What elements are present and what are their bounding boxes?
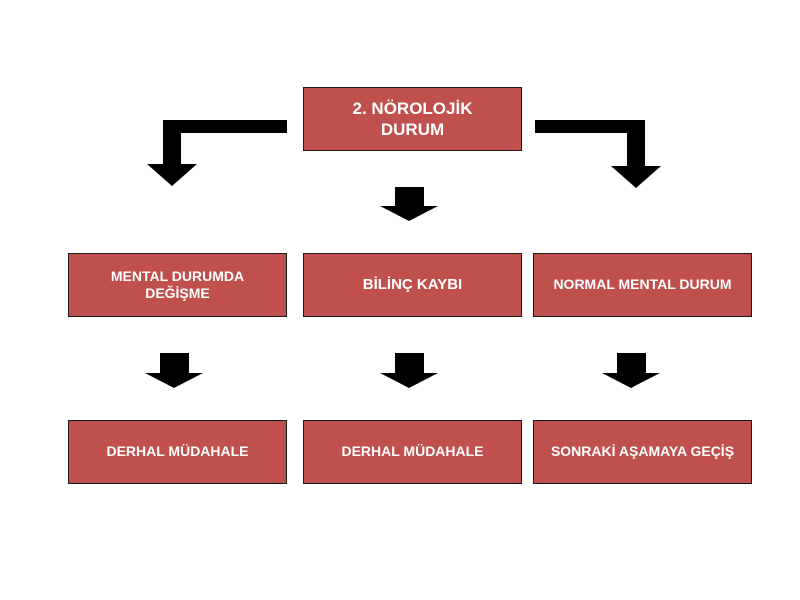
node-label: BİLİNÇ KAYBI — [362, 275, 463, 293]
down-arrow-mid-left — [145, 353, 203, 388]
elbow-arrow-left — [147, 120, 287, 186]
node-label: SONRAKİ AŞAMAYA GEÇİŞ — [550, 443, 735, 460]
node-label-line2: DEĞİŞME — [145, 285, 210, 301]
node-next-stage-transition: SONRAKİ AŞAMAYA GEÇİŞ — [533, 420, 752, 484]
elbow-arrow-right — [535, 120, 661, 188]
node-loss-of-consciousness: BİLİNÇ KAYBI — [303, 253, 522, 317]
node-neurological-status: 2. NÖROLOJİK DURUM — [303, 87, 522, 151]
down-arrow-mid-right — [602, 353, 660, 388]
node-normal-mental-status: NORMAL MENTAL DURUM — [533, 253, 752, 317]
down-arrow-mid-center — [380, 353, 438, 388]
node-label: DERHAL MÜDAHALE — [106, 443, 249, 460]
down-arrow-top-center — [380, 187, 438, 221]
node-label-line1: 2. NÖROLOJİK — [352, 98, 473, 118]
node-label: NORMAL MENTAL DURUM — [553, 276, 732, 293]
node-label-line1: MENTAL DURUMDA — [110, 267, 245, 284]
node-immediate-intervention-center: DERHAL MÜDAHALE — [303, 420, 522, 484]
node-immediate-intervention-left: DERHAL MÜDAHALE — [68, 420, 287, 484]
node-mental-status-change: MENTAL DURUMDA DEĞİŞME — [68, 253, 287, 317]
node-label-line2: DURUM — [380, 120, 445, 139]
node-label: DERHAL MÜDAHALE — [341, 443, 484, 460]
